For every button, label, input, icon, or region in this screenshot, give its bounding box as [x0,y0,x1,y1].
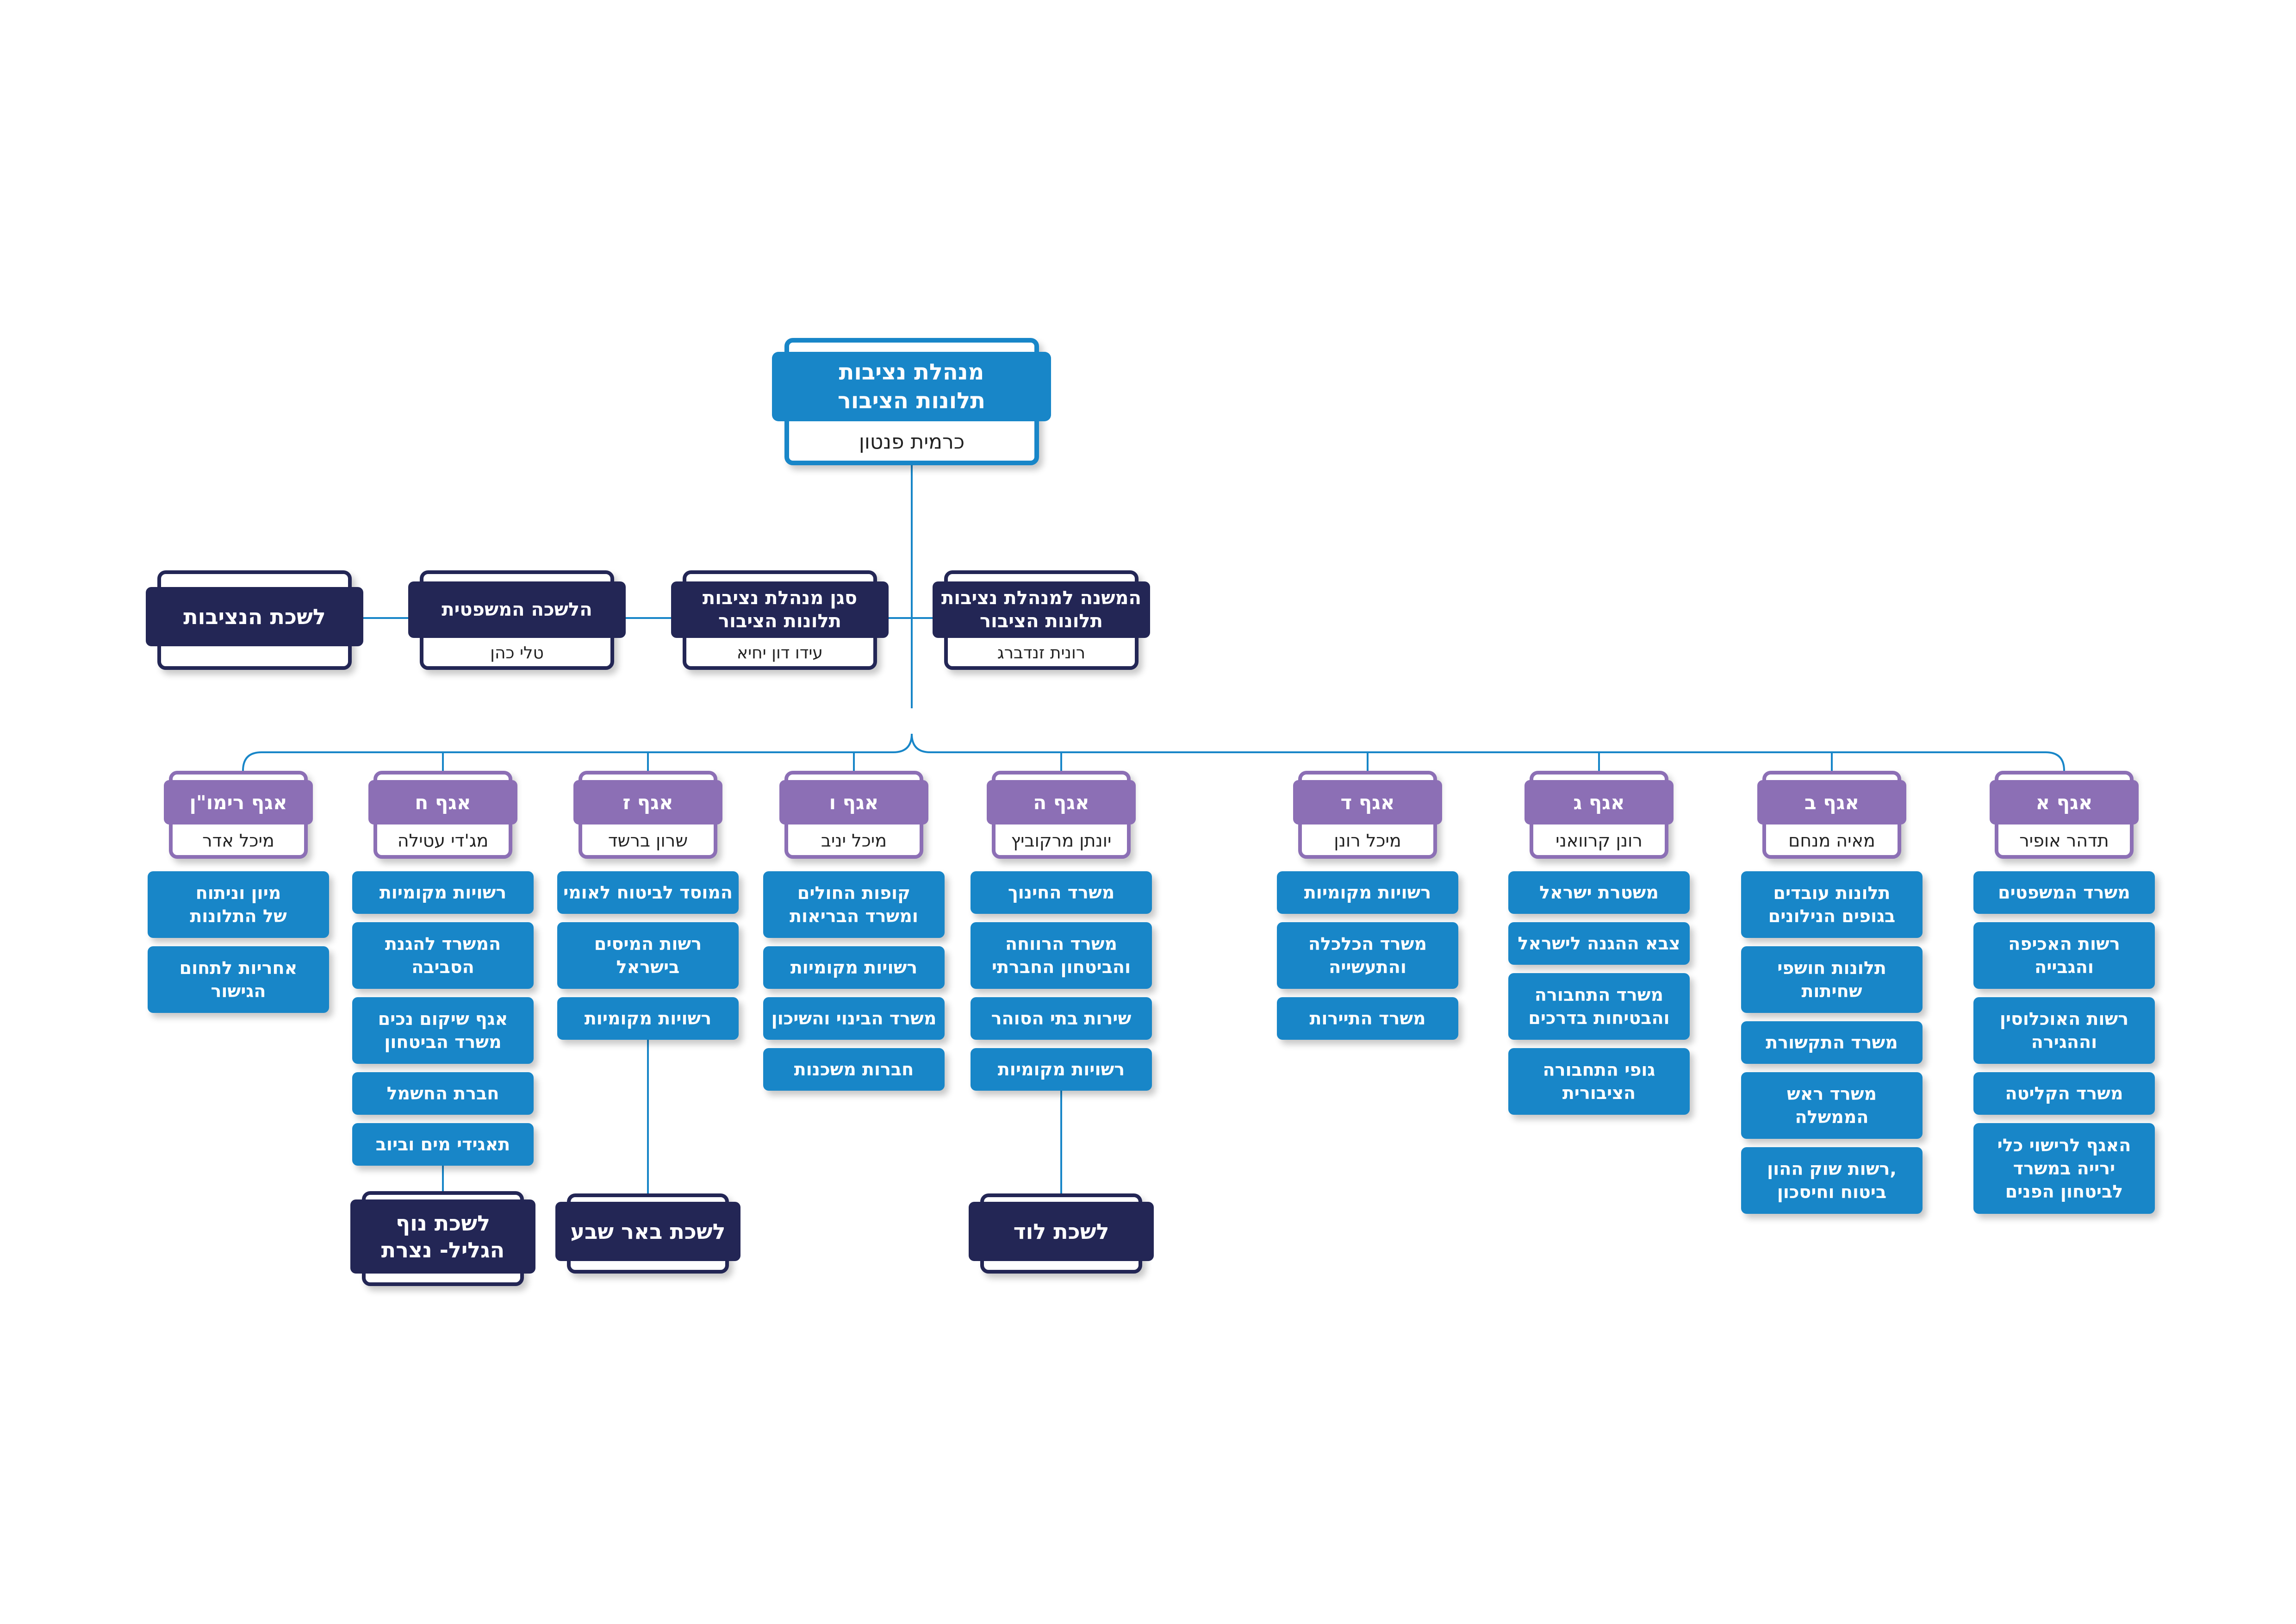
division-5-item: שירות בתי הסוהר [971,997,1152,1040]
staff-legal-title: הלשכה המשפטית [408,581,626,638]
staff-deputy-title: המשנה למנהלת נציבות תלונות הציבור [933,581,1150,638]
division-4-title: אגף ד [1293,780,1442,824]
division-5-head-name: יונתן מרקוביץ [1011,831,1112,851]
division-9-title: אגף רימו"ן [164,780,313,824]
staff-deputy-name: רונית זנדברג [997,643,1086,662]
division-8-item: המשרד להגנת הסביבה [352,922,534,989]
division-1-item: משרד הקליטה [1973,1072,2155,1115]
division-9-head-name: מיכל אדר [202,831,274,851]
division-4-item: משרד התיירות [1277,997,1458,1040]
division-2-item: משרד התקשורת [1741,1021,1923,1064]
staff-office-title: לשכת הנציבות [146,587,363,646]
director-name: כרמית פנטון [859,430,965,454]
division-8-item: תאגידי מים וביוב [352,1123,534,1166]
division-7-office: לשכת באר שבע [555,1202,740,1261]
division-8-head-name: מג'די עטילה [397,831,489,851]
division-4-head-name: מיכל רונן [1334,831,1401,851]
division-8-office: לשכת נוף הגליל- נצרת [350,1199,535,1274]
division-2-item: תלונות עובדים בגופים הנילונים [1741,871,1923,938]
division-6-item: משרד הבינוי והשיכון [763,997,945,1040]
division-8-item: חברת החשמל [352,1072,534,1115]
division-1-title: אגף א [1990,780,2139,824]
division-8-item: אגף שיקום נכים משרד הביטחון [352,997,534,1064]
division-2-item: משרד ראש הממשלה [1741,1072,1923,1139]
division-1-item: רשות האוכלוסין וההגירה [1973,997,2155,1064]
division-6-item: קופות החולים ומשרד הבריאות [763,871,945,938]
division-6-head-name: מיכל יניב [821,831,887,851]
division-2-head-name: מאיה מנחם [1788,831,1875,851]
division-5-item: משרד הרווחה והביטחון החברתי [971,922,1152,989]
division-8-title: אגף ח [368,780,517,824]
division-4-item: משרד הכלכלה והתעשייה [1277,922,1458,989]
division-8-item: רשויות מקומיות [352,871,534,914]
division-1-item: האגף לרישוי כלי ירייה במשרד לביטחון הפני… [1973,1123,2155,1214]
director-title: מנהלת נציבות תלונות הציבור [772,352,1051,421]
division-9-item: אחריות לתחום הגישור [148,946,329,1013]
division-1-item: משרד המשפטים [1973,871,2155,914]
division-7-title: אגף ז [573,780,722,824]
division-2-item: רשות שוק ההון, ביטוח וחיסכון [1741,1147,1923,1214]
division-6-title: אגף ו [779,780,928,824]
division-3-item: גופי התחבורה הציבורית [1508,1048,1690,1115]
division-7-item: המוסד לביטוח לאומי [557,871,739,914]
division-2-title: אגף ב [1757,780,1906,824]
division-7-item: רשויות מקומיות [557,997,739,1040]
division-7-item: רשות המיסים בישראל [557,922,739,989]
division-9-item: מיון וניתוח של התלונות [148,871,329,938]
division-5-title: אגף ה [987,780,1136,824]
division-3-head-name: רונן קרוואני [1556,831,1643,851]
division-3-item: משרד התחבורה והבטיחות בדרכים [1508,973,1690,1040]
staff-vice-name: עידו דון יחיא [737,643,823,662]
division-6-item: חברות משכנות [763,1048,945,1091]
division-1-item: רשות האכיפה והגבייה [1973,922,2155,989]
division-1-head-name: תדהר אופיר [2019,831,2109,851]
division-5-item: משרד החינוך [971,871,1152,914]
staff-legal-name: טלי כהן [490,643,544,662]
division-4-item: רשויות מקומיות [1277,871,1458,914]
division-2-item: תלונות חושפי שחיתות [1741,946,1923,1013]
staff-vice-title: סגן מנהלת נציבות תלונות הציבור [671,581,889,638]
division-5-item: רשויות מקומיות [971,1048,1152,1091]
division-3-item: צבא ההגנה לישראל [1508,922,1690,965]
division-3-item: משטרת ישראל [1508,871,1690,914]
division-5-office: לשכת לוד [969,1202,1154,1261]
division-3-title: אגף ג [1524,780,1674,824]
division-6-item: רשויות מקומיות [763,946,945,989]
division-7-head-name: שרון ברשד [608,831,688,851]
